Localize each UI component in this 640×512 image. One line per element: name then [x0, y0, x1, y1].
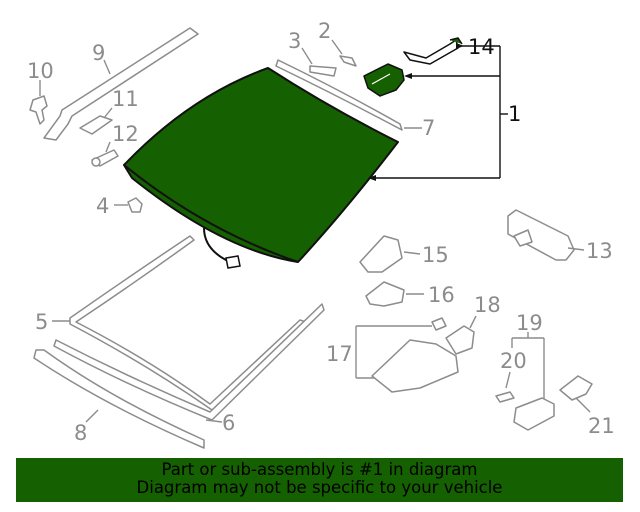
part-18-clip[interactable]: [445, 315, 477, 355]
part-19-sensor-kit[interactable]: [511, 332, 555, 431]
part-15-cover[interactable]: [359, 235, 421, 273]
part-2-pad[interactable]: [331, 39, 357, 67]
callout-15[interactable]: 15: [422, 243, 449, 267]
part-21-cover[interactable]: [559, 375, 593, 413]
callout-9[interactable]: 9: [92, 41, 105, 65]
part-13-rearview-mirror[interactable]: [507, 209, 585, 261]
callout-18[interactable]: 18: [474, 293, 501, 317]
callout-11[interactable]: 11: [112, 87, 139, 111]
part-12-bolt[interactable]: [91, 141, 119, 167]
callout-10[interactable]: 10: [27, 59, 54, 83]
callout-5[interactable]: 5: [35, 310, 48, 334]
part-1-windshield-glass[interactable]: [123, 67, 399, 269]
callout-19[interactable]: 19: [516, 311, 543, 335]
callout-8[interactable]: 8: [74, 421, 87, 445]
callout-21[interactable]: 21: [588, 414, 615, 438]
part-11-pad[interactable]: [79, 107, 113, 135]
callout-1[interactable]: 1: [508, 102, 521, 126]
part-14-sensor-bracket[interactable]: [363, 37, 463, 97]
part-16-bracket[interactable]: [365, 281, 424, 307]
part-20-pad[interactable]: [495, 371, 515, 403]
callout-6[interactable]: 6: [222, 411, 235, 435]
callout-14[interactable]: 14: [468, 35, 495, 59]
part-7-upper-molding[interactable]: [275, 59, 422, 131]
callout-2[interactable]: 2: [318, 19, 331, 43]
callout-12[interactable]: 12: [112, 122, 139, 146]
callout-4[interactable]: 4: [96, 194, 109, 218]
part-4-stopper[interactable]: [114, 197, 143, 213]
part-9-trim-strip[interactable]: [43, 27, 199, 141]
part-10-clip[interactable]: [29, 80, 48, 125]
callout-13[interactable]: 13: [586, 239, 613, 263]
banner-line-1: Part or sub-assembly is #1 in diagram: [161, 460, 478, 479]
callout-17[interactable]: 17: [326, 342, 353, 366]
part-6-lower-molding[interactable]: [53, 303, 325, 423]
banner-line-2: Diagram may not be specific to your vehi…: [136, 478, 503, 497]
part-5-dam-seal[interactable]: [52, 235, 307, 411]
part-3-strip[interactable]: [301, 47, 337, 77]
callout-1-14-leaders: [368, 43, 508, 181]
info-banner: Part or sub-assembly is #1 in diagram Di…: [16, 458, 623, 502]
callout-3[interactable]: 3: [288, 29, 301, 53]
callout-7[interactable]: 7: [422, 116, 435, 140]
callout-16[interactable]: 16: [428, 283, 455, 307]
callout-20[interactable]: 20: [500, 349, 527, 373]
part-8-weatherstrip[interactable]: [33, 349, 205, 449]
part-17-housing[interactable]: [355, 317, 459, 393]
